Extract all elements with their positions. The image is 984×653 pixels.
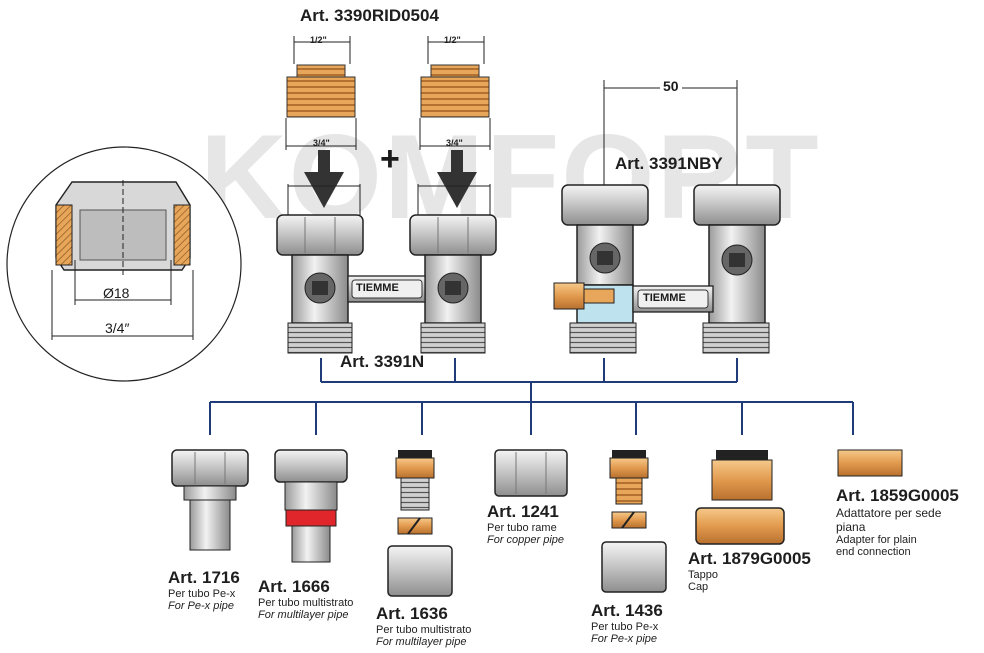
fitting-label-1436: Art. 1436 Per tubo Pe-x For Pe-x pipe <box>591 601 663 645</box>
fitting-label-1879g0005: Art. 1879G0005 Tappo Cap <box>688 549 811 593</box>
brand-label-right: TIEMME <box>643 292 686 304</box>
detail-circle <box>6 146 242 382</box>
reducer-left <box>285 36 357 150</box>
valve-3391nby <box>553 80 781 354</box>
bypass-distance-label: 50 <box>660 78 682 94</box>
reducer-right <box>419 36 491 150</box>
inner-diameter-label: Ø18 <box>103 285 130 301</box>
fitting-label-1716: Art. 1716 Per tubo Pe-x For Pe-x pipe <box>168 568 240 612</box>
fitting-1666 <box>274 449 348 563</box>
thread-large-right-label: 3/4" <box>446 138 463 148</box>
brand-label-left: TIEMME <box>356 282 399 294</box>
plus-sign: + <box>380 140 400 178</box>
right-wall-hatch <box>173 204 191 266</box>
arrow-right-icon <box>437 150 477 208</box>
thread-large-left-label: 3/4" <box>313 138 330 148</box>
arrow-left-icon <box>304 150 344 208</box>
fitting-label-1241: Art. 1241 Per tubo rame For copper pipe <box>487 502 565 546</box>
thread-small-right-label: 1/2" <box>444 35 461 45</box>
fitting-label-1859g0005: Art. 1859G0005 Adattatore per sede piana… <box>836 486 959 558</box>
reducer-article-label: Art. 3390RID0504 <box>300 6 439 25</box>
left-wall-hatch <box>55 204 73 266</box>
connector-tree <box>209 358 854 435</box>
fitting-label-1636: Art. 1636 Per tubo multistrato For multi… <box>376 604 472 648</box>
fitting-1436 <box>601 450 667 593</box>
thread-small-left-label: 1/2" <box>310 35 327 45</box>
fitting-label-1666: Art. 1666 Per tubo multistrato For multi… <box>258 577 354 621</box>
thread-size-label: 3/4″ <box>105 320 130 336</box>
valve-3391n <box>276 214 497 354</box>
fitting-1879g0005 <box>695 450 785 545</box>
fitting-1241 <box>494 449 568 497</box>
fitting-1636 <box>387 450 453 597</box>
valve-3391n-label: Art. 3391N <box>340 352 425 371</box>
valve-3391nby-label: Art. 3391NBY <box>615 154 723 173</box>
fitting-1716 <box>171 449 249 551</box>
fitting-1859g0005 <box>837 449 903 477</box>
